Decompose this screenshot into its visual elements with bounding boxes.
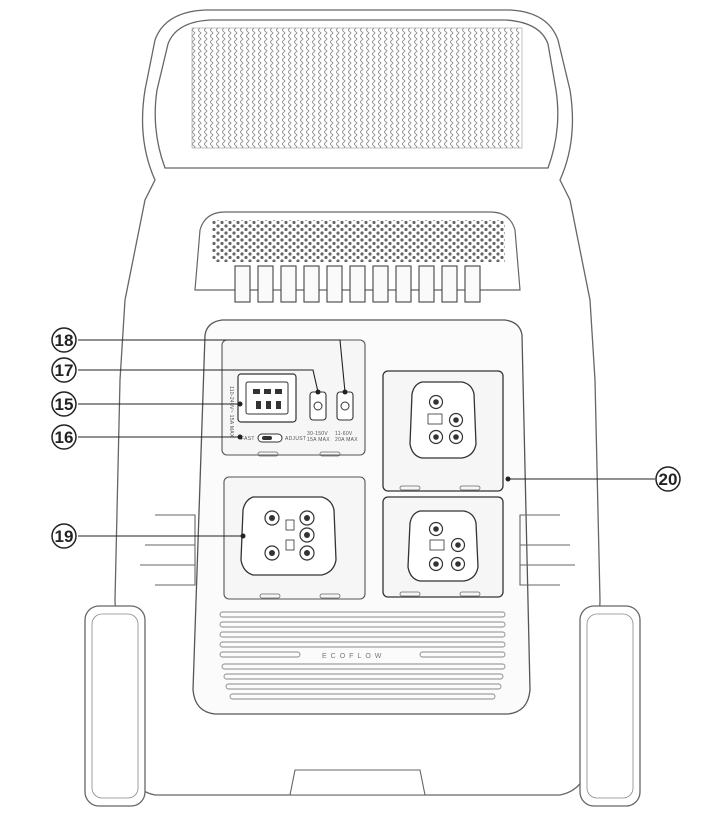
dc-input-port-2[interactable] <box>336 391 354 421</box>
foot <box>289 769 426 796</box>
callout-16: 16 <box>51 424 77 450</box>
brand-logo: ECOFLOW <box>322 653 385 660</box>
callout-20-label: 20 <box>659 470 678 489</box>
callout-19-label: 19 <box>55 527 74 546</box>
callout-19: 19 <box>51 523 77 549</box>
top-vent <box>191 27 523 149</box>
charge-mode-switch[interactable]: FAST ADJUST <box>241 433 306 443</box>
callout-dots <box>237 389 511 539</box>
charge-adjust-label: ADJUST <box>285 436 306 442</box>
callout-line-17 <box>78 369 319 393</box>
right-wheel <box>579 605 641 807</box>
extra-battery-port[interactable] <box>240 496 337 576</box>
callout-15: 15 <box>51 391 77 417</box>
callout-lines <box>78 339 655 537</box>
charge-fast-label: FAST <box>241 436 255 442</box>
callout-18-label: 18 <box>55 331 74 350</box>
dc1-rating-line2: 15A MAX <box>307 437 330 443</box>
ac-input-port[interactable] <box>237 373 297 423</box>
right-port-module-top <box>382 370 504 492</box>
ac-input-label: 110-240V~ 15A MAX <box>228 386 234 438</box>
side-grips <box>140 514 575 586</box>
extra-battery-port-top[interactable] <box>409 381 477 459</box>
bottom-vent <box>219 611 506 700</box>
extra-battery-port-module <box>223 476 366 600</box>
dc-input-port-1[interactable] <box>309 391 327 421</box>
callout-17: 17 <box>51 357 77 383</box>
callout-20: 20 <box>655 466 681 492</box>
dc2-rating-line1: 11-60V <box>335 431 353 437</box>
input-module: 110-240V~ 15A MAX 30-150V 15A MAX 11-60V… <box>221 339 366 457</box>
left-wheel <box>84 605 146 807</box>
right-port-module-bottom <box>382 496 504 598</box>
hex-grille <box>194 211 521 303</box>
extra-battery-port-bottom[interactable] <box>407 510 479 582</box>
callout-16-label: 16 <box>55 428 74 447</box>
callout-18: 18 <box>51 327 77 353</box>
callout-17-label: 17 <box>55 361 74 380</box>
callout-15-label: 15 <box>55 395 74 414</box>
dc2-rating-line2: 20A MAX <box>335 437 358 443</box>
dc1-rating-line1: 30-150V <box>307 431 328 437</box>
callout-line-18 <box>78 339 346 393</box>
